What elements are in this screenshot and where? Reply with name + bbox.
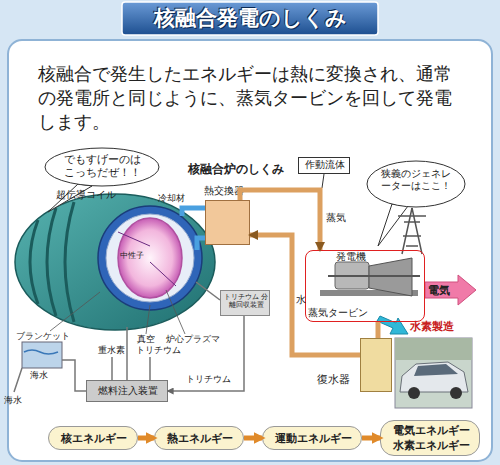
power-pylon [398, 208, 426, 254]
node-text: 電気エネルギー [381, 424, 481, 437]
connector [376, 322, 381, 338]
sea-water-tank [22, 342, 62, 368]
connector-label: トリチウム [186, 374, 231, 385]
electricity-arrow [425, 275, 476, 305]
node-text: 蒸気タービン [308, 307, 368, 319]
node-text: 発電機 [336, 251, 366, 263]
node-text: でもすげーのはこっちだぜ！！ [62, 153, 142, 179]
output-label: 水素製造 [410, 320, 454, 334]
part-label: 海水 [4, 395, 22, 406]
coil-winding [30, 202, 74, 322]
node-text: 核エネルギー [49, 432, 139, 445]
part-label: ブランケット [16, 331, 70, 342]
connector-label: 蒸気 [326, 212, 346, 225]
callout-tail [378, 204, 408, 246]
part-label: 重水素 [98, 345, 125, 356]
condenser: 復水器 [360, 338, 392, 392]
energy-stage: 電気エネルギー水素エネルギー [380, 420, 480, 456]
part-label: 超伝導コイル [56, 189, 116, 202]
connector [138, 436, 154, 441]
car-photo [395, 338, 472, 408]
connector [244, 436, 262, 441]
connector-label: 水 [296, 294, 306, 307]
node-text: 狭義のジェネレーターはここ！ [380, 168, 452, 192]
water-wave [24, 350, 58, 354]
hydrogen-arrow [377, 316, 408, 334]
photo-background [395, 338, 472, 360]
node-text: 作動流体 [299, 159, 351, 171]
leader-line [322, 174, 324, 188]
car-wheel [408, 387, 420, 399]
turbine-shaft [328, 275, 420, 277]
generator-frame: 発電機蒸気タービン [305, 250, 425, 322]
part-label: トリチウム [136, 345, 181, 356]
energy-stage: 核エネルギー [48, 426, 138, 450]
part-label: 海水 [30, 370, 48, 381]
note-box: 作動流体 [298, 157, 350, 174]
node-text: 熱交換器 [204, 185, 244, 197]
sea-water-line [62, 360, 86, 391]
fuel-injector: 燃料注入装置 [86, 380, 168, 402]
part-label: 中性子 [120, 251, 144, 261]
connector [250, 235, 360, 355]
bubble-shape [367, 161, 465, 207]
coolant-pipe [182, 208, 205, 216]
content-panel [8, 40, 492, 461]
bubble-shape [45, 148, 159, 186]
coolant-pipe [197, 238, 205, 250]
heat-exchanger: 熱交換器 [205, 200, 250, 245]
leader-line [146, 305, 150, 334]
connector [362, 436, 380, 441]
injection-line [126, 327, 128, 380]
speech-bubble: でもすげーのはこっちだぜ！！ [44, 147, 160, 187]
energy-stage: 運動エネルギー [262, 426, 362, 450]
part-label: 冷却材 [158, 193, 185, 204]
title-text: 核融合発電のしくみ [122, 4, 378, 32]
superconducting-coil [15, 194, 215, 330]
energy-stage: 熱エネルギー [154, 426, 244, 450]
core-plasma [118, 218, 182, 298]
output-label: 電気 [428, 284, 450, 298]
separation-unit: トリチウム 分離回収装置 [220, 290, 270, 316]
description-text: 核融合で発生したエネルギーは熱に変換され、通常の発電所と同じように、蒸気タービン… [38, 62, 458, 134]
node-text: トリチウム 分離回収装置 [222, 293, 270, 310]
car-wheel [450, 387, 462, 399]
tritium-line [196, 282, 220, 300]
node-text: 熱エネルギー [155, 432, 245, 445]
leader-line [50, 292, 100, 331]
blanket-ring [98, 206, 202, 310]
car-window [414, 364, 458, 376]
vacuum-gap [106, 214, 194, 302]
node-text: 運動エネルギー [263, 432, 363, 445]
connector [240, 190, 320, 250]
sea-water-line [14, 368, 22, 392]
part-label: 真空 [137, 334, 155, 345]
diagram-heading: 核融合炉のしくみ [188, 162, 284, 177]
leader-line [166, 290, 185, 334]
neutron-path [118, 232, 176, 286]
title-banner [122, 2, 378, 35]
fuel-line [112, 357, 150, 380]
part-label: 炉心プラズマ [166, 334, 220, 345]
node-text: 水素エネルギー [381, 439, 481, 452]
node-text: 復水器 [317, 373, 350, 386]
speech-bubble: 狭義のジェネレーターはここ！ [366, 160, 466, 208]
node-text: 燃料注入装置 [87, 385, 169, 397]
